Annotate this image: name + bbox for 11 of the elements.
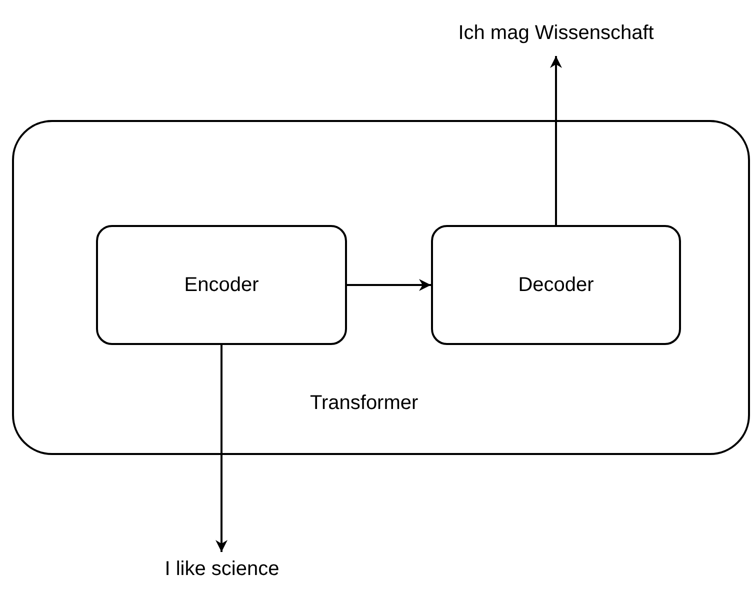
box-label: Transformer	[310, 392, 418, 415]
box-label: Encoder	[184, 274, 259, 296]
box-label: Decoder	[518, 274, 594, 296]
container-box	[12, 120, 750, 455]
arrow	[216, 345, 228, 552]
text-label: Ich mag Wissenschaft	[458, 22, 654, 44]
process-box	[96, 225, 347, 345]
arrow	[347, 279, 431, 291]
arrow	[550, 56, 562, 225]
process-box	[431, 225, 681, 345]
text-label: I like science	[164, 558, 280, 580]
